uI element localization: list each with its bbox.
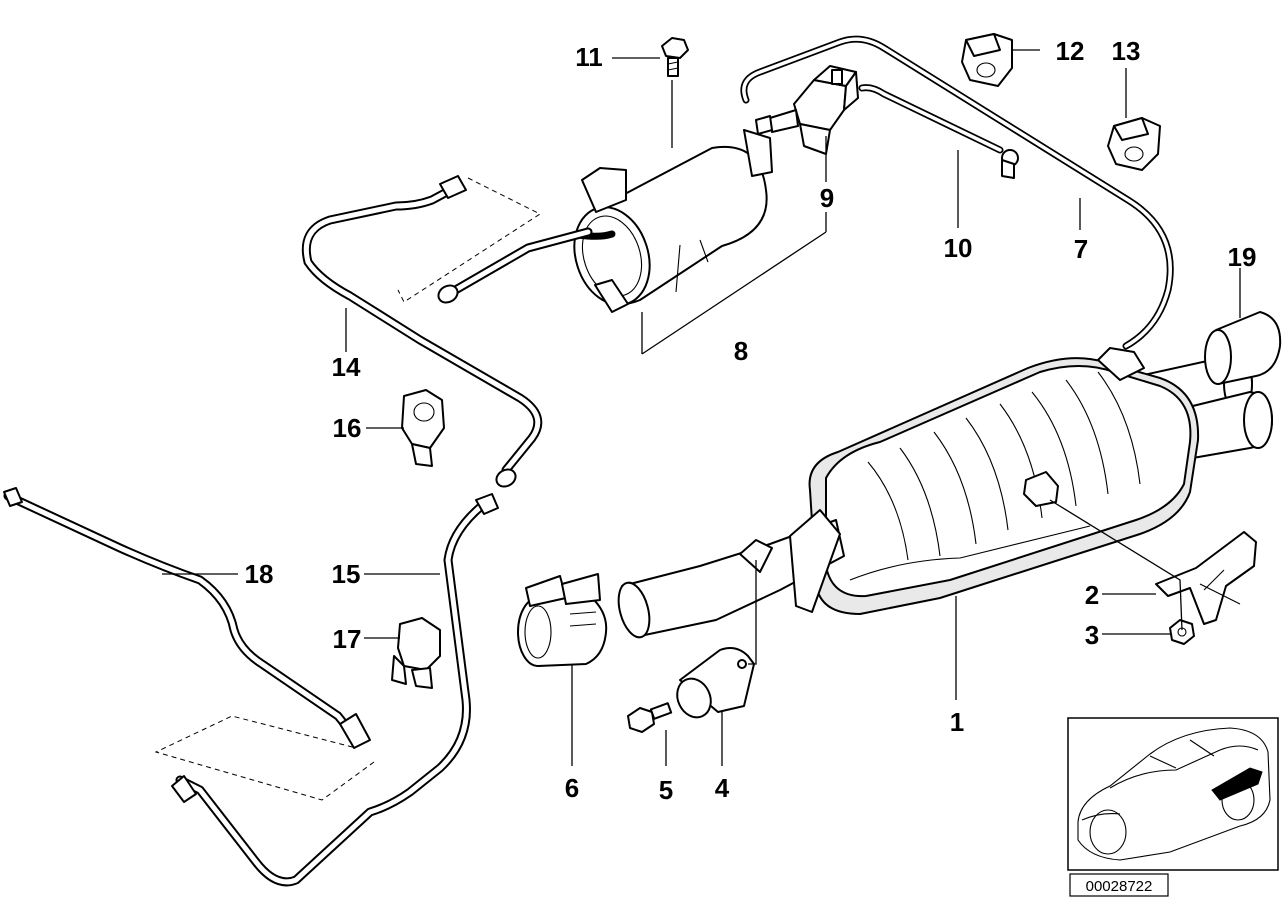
- bracket-2: [1155, 531, 1257, 625]
- fuel-line-18: [3, 487, 371, 749]
- nut-3: [1169, 619, 1195, 645]
- callout-labels: 1 2 3 4 5 6 7 8 9 10 11 12 13 14 15 16 1…: [245, 36, 1257, 805]
- vehicle-locator-inset: 00028722: [1067, 717, 1279, 897]
- callout-16: 16: [333, 413, 362, 443]
- callout-9: 9: [820, 183, 834, 213]
- vacuum-hose-10: [858, 84, 1019, 179]
- callout-12: 12: [1056, 36, 1085, 66]
- dash-frame-14: [397, 177, 542, 303]
- holder-16: [401, 389, 445, 467]
- callout-13: 13: [1112, 36, 1141, 66]
- fuel-line-14: [301, 175, 593, 488]
- callout-19: 19: [1228, 242, 1257, 272]
- callout-6: 6: [565, 773, 579, 803]
- callout-8: 8: [734, 336, 748, 366]
- callout-14: 14: [332, 352, 361, 382]
- holder-17: [391, 617, 441, 689]
- pipe-clamp: [517, 573, 608, 667]
- gasket-4: [676, 647, 755, 719]
- bolt-11: [661, 37, 689, 77]
- clip-12: [961, 33, 1013, 87]
- callout-11: 11: [575, 42, 603, 72]
- bolt-5: [627, 702, 673, 733]
- rear-silencer: [617, 347, 1273, 639]
- reference-code: 00028722: [1086, 878, 1153, 895]
- dash-frame-18: [154, 715, 375, 801]
- callout-7: 7: [1074, 234, 1088, 264]
- callout-3: 3: [1085, 620, 1099, 650]
- callout-5: 5: [659, 775, 673, 805]
- callout-15: 15: [332, 559, 361, 589]
- callout-18: 18: [245, 559, 274, 589]
- callout-17: 17: [333, 624, 362, 654]
- callout-4: 4: [715, 773, 730, 803]
- tailpipe-trim-19: [1204, 311, 1282, 385]
- clip-13: [1107, 117, 1161, 171]
- vacuum-hose-7: [740, 35, 1174, 350]
- callout-2: 2: [1085, 580, 1099, 610]
- callout-1: 1: [950, 707, 964, 737]
- solenoid-valve: [755, 65, 859, 155]
- leader-lines: [162, 49, 1241, 766]
- carbon-canister: [573, 129, 773, 313]
- fuel-line-15: [171, 493, 499, 887]
- reference-code-box: [1069, 873, 1169, 897]
- callout-10: 10: [944, 233, 973, 263]
